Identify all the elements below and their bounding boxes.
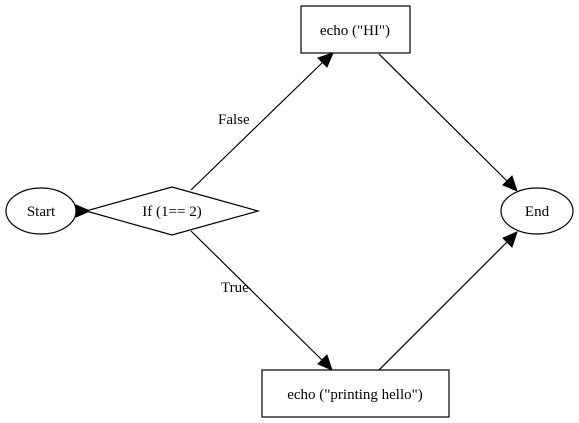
decision-label: If (1== 2) bbox=[142, 204, 201, 220]
arrowhead bbox=[317, 52, 334, 68]
arrowhead bbox=[317, 354, 333, 371]
echo-hi-label: echo ("HI") bbox=[320, 23, 390, 39]
node-end: End bbox=[500, 187, 574, 235]
node-start: Start bbox=[5, 187, 77, 235]
start-label: Start bbox=[27, 204, 56, 220]
echo-hello-box bbox=[261, 369, 450, 418]
echo-hello-label: echo ("printing hello") bbox=[287, 387, 423, 403]
node-echo-hi: echo ("HI") bbox=[300, 5, 411, 54]
end-ellipse bbox=[500, 187, 574, 235]
arrowhead bbox=[502, 175, 518, 192]
edge-echo-hi-to-end bbox=[378, 53, 518, 192]
node-decision: If (1== 2) bbox=[83, 186, 261, 236]
end-label: End bbox=[525, 204, 550, 220]
start-ellipse bbox=[5, 187, 77, 235]
decision-diamond bbox=[83, 186, 261, 236]
edge-label-false: False bbox=[218, 112, 250, 128]
edge-echo-hello-to-end bbox=[378, 231, 518, 371]
edge-label-true: True bbox=[221, 280, 249, 296]
edge-decision-to-echo-hello bbox=[190, 230, 333, 371]
arrowhead bbox=[502, 231, 518, 248]
edge-decision-to-echo-hi bbox=[190, 52, 334, 191]
echo-hi-box bbox=[300, 5, 411, 54]
node-echo-hello: echo ("printing hello") bbox=[261, 369, 450, 418]
